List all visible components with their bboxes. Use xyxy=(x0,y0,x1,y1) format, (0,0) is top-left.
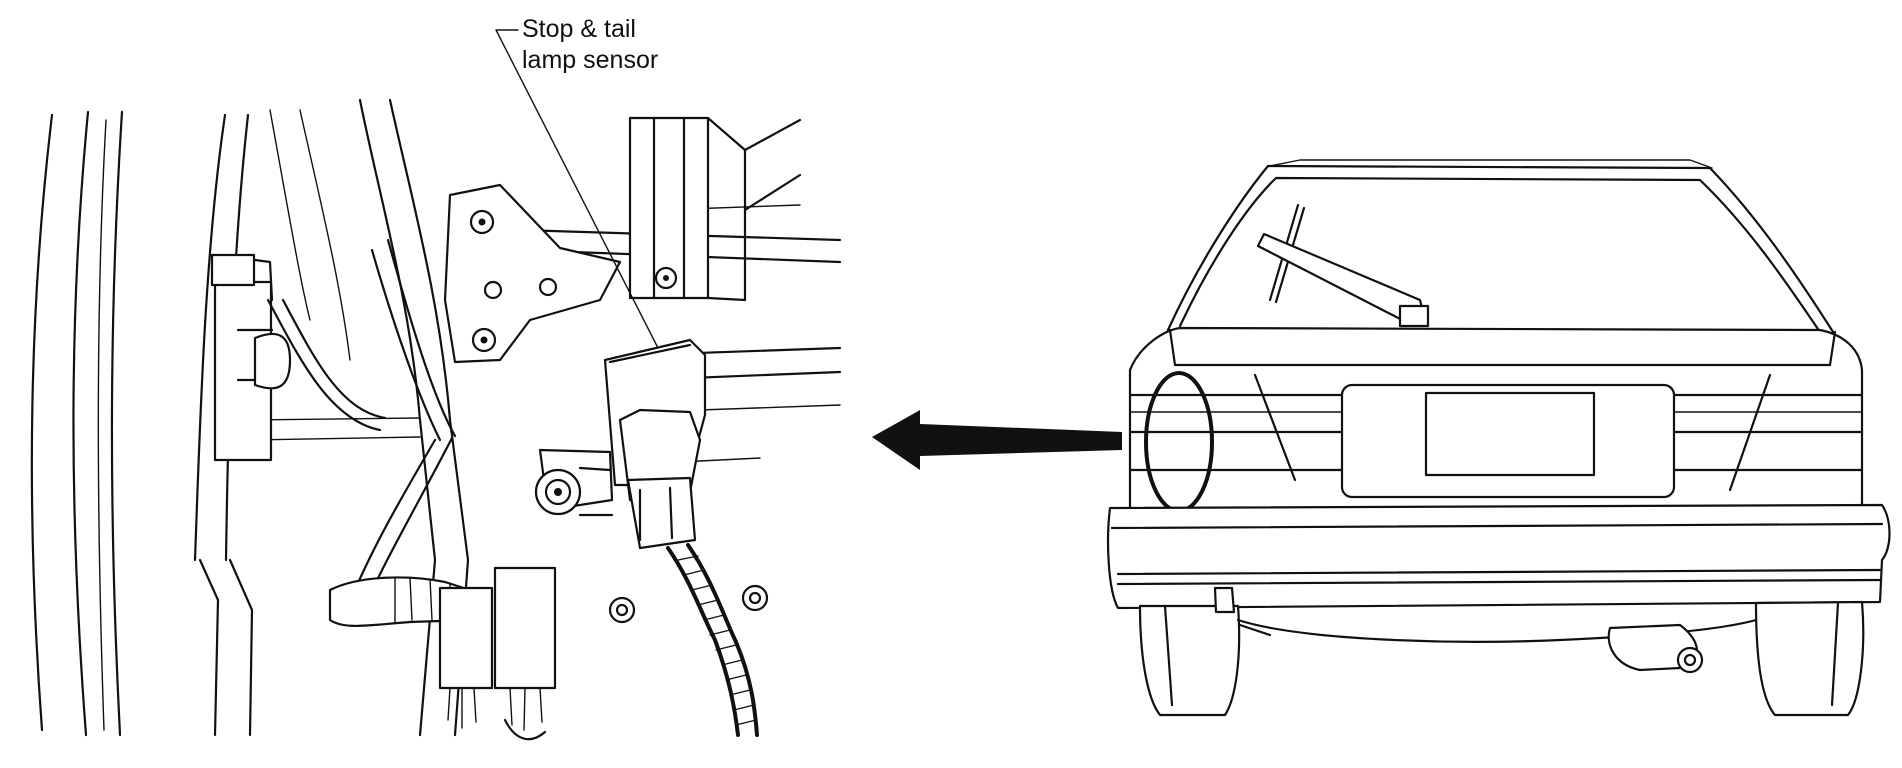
license-plate-recess xyxy=(1340,383,1676,499)
inner-panel-lines xyxy=(193,98,470,737)
car-rear-view xyxy=(1107,159,1891,717)
arrow-left-icon xyxy=(872,410,1122,470)
left-detail-view xyxy=(30,29,842,741)
rear-bumper xyxy=(1107,503,1891,610)
channel-bracket xyxy=(628,116,802,302)
rear-tyres xyxy=(1138,600,1865,717)
lamp-sensor-unit xyxy=(534,338,707,550)
callout-line-1: Stop & tail xyxy=(522,15,636,43)
left-connector-assembly xyxy=(210,238,457,462)
mounting-plate xyxy=(443,183,622,364)
callout-line-2: lamp sensor xyxy=(522,46,659,74)
underbody xyxy=(1213,586,1758,674)
sensor-callout-label: Stop & tail lamp sensor xyxy=(522,14,658,76)
callout-leader-line xyxy=(495,29,659,349)
sensor-harness xyxy=(666,543,759,737)
centre-connectors xyxy=(328,436,557,741)
body-pillar-lines xyxy=(30,110,124,737)
panel-nuts xyxy=(608,584,769,624)
rear-wiper xyxy=(1256,203,1430,328)
